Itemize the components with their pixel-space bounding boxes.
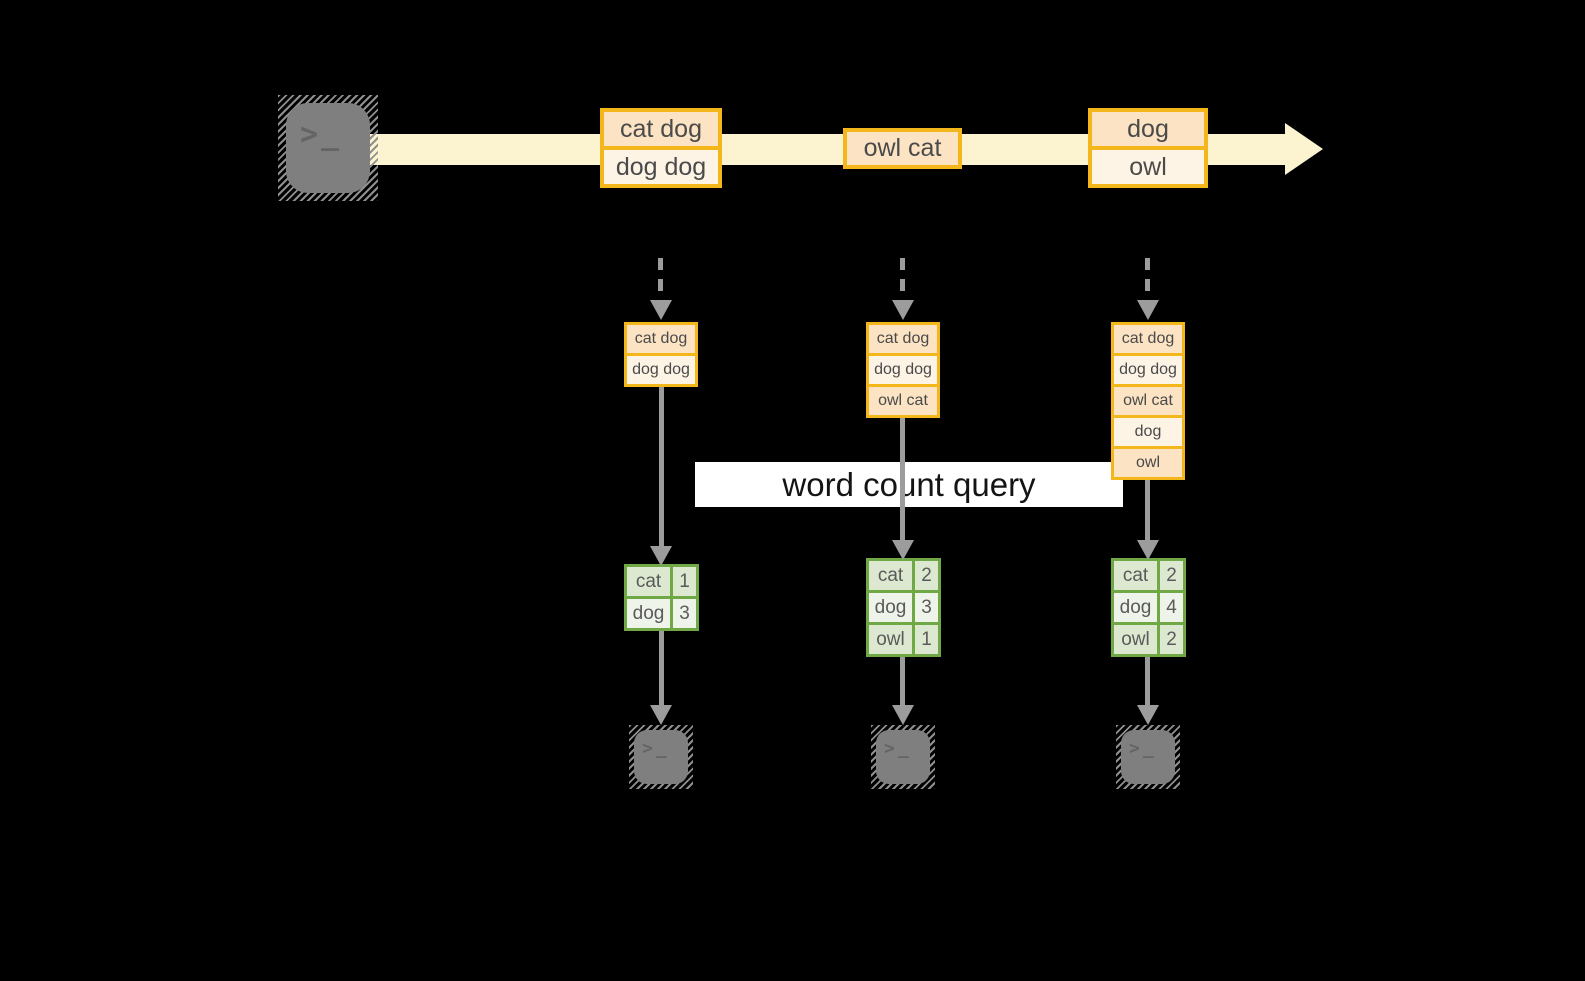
stream-event: dog dog — [604, 146, 718, 184]
arrowhead-icon — [650, 705, 672, 725]
stream-event-group-2: owl cat — [843, 128, 962, 169]
count-word: dog — [1119, 596, 1152, 618]
terminal-sink-icon: >_ — [1116, 725, 1180, 789]
terminal-prompt-icon: >_ — [1129, 738, 1157, 759]
buffered-event: owl cat — [869, 384, 937, 415]
arrow-line — [659, 631, 664, 705]
count-word: owl — [876, 628, 905, 650]
buffer-stack-2: cat dog dog dog owl cat — [866, 322, 940, 418]
arrow-line — [659, 387, 664, 546]
count-word: owl — [1121, 628, 1150, 650]
terminal-sink-icon: >_ — [871, 725, 935, 789]
dashed-arrow-line — [900, 258, 905, 302]
stream-event: owl — [1092, 146, 1204, 184]
dashed-arrowhead-icon — [1137, 300, 1159, 320]
stream-event: cat dog — [604, 112, 718, 146]
count-row: dog 4 — [1114, 590, 1183, 622]
terminal-sink-icon: >_ — [629, 725, 693, 789]
arrow-line — [900, 657, 905, 705]
buffer-stack-1: cat dog dog dog — [624, 322, 698, 387]
count-table-3: cat 2 dog 4 owl 2 — [1111, 558, 1186, 657]
count-row: cat 2 — [869, 561, 938, 590]
count-word: dog — [632, 602, 665, 624]
count-value: 1 — [912, 625, 938, 654]
buffer-stack-3: cat dog dog dog owl cat dog owl — [1111, 322, 1185, 480]
count-table-2: cat 2 dog 3 owl 1 — [866, 558, 941, 657]
count-row: dog 3 — [627, 596, 696, 628]
count-value: 2 — [912, 561, 938, 590]
count-word: cat — [1122, 564, 1149, 586]
buffered-event: cat dog — [627, 325, 695, 353]
arrow-line — [1145, 480, 1150, 540]
query-banner: word count query — [695, 462, 1123, 507]
terminal-window — [286, 103, 370, 193]
count-row: cat 1 — [627, 567, 696, 596]
terminal-window — [876, 730, 930, 784]
terminal-prompt-icon: >_ — [642, 738, 670, 759]
terminal-prompt-icon: >_ — [300, 117, 343, 152]
count-table-1: cat 1 dog 3 — [624, 564, 699, 631]
count-word: dog — [874, 596, 907, 618]
query-banner-label: word count query — [782, 465, 1036, 503]
arrowhead-icon — [892, 705, 914, 725]
arrow-line — [1145, 657, 1150, 705]
count-row: owl 1 — [869, 622, 938, 654]
buffered-event: cat dog — [869, 325, 937, 353]
arrowhead-icon — [650, 546, 672, 566]
terminal-source-icon: >_ — [278, 95, 378, 201]
buffered-event: dog — [1114, 415, 1182, 446]
terminal-prompt-icon: >_ — [884, 738, 912, 759]
stream-event: owl cat — [847, 132, 958, 165]
arrowhead-icon — [1137, 540, 1159, 560]
stream-arrowhead-icon — [1285, 123, 1323, 175]
count-value: 1 — [670, 567, 696, 596]
dashed-arrowhead-icon — [892, 300, 914, 320]
buffered-event: owl — [1114, 446, 1182, 477]
count-value: 2 — [1157, 561, 1183, 590]
stream-event: dog — [1092, 112, 1204, 146]
buffered-event: cat dog — [1114, 325, 1182, 353]
dashed-arrow-line — [658, 258, 663, 302]
dashed-arrow-line — [1145, 258, 1150, 302]
count-row: dog 3 — [869, 590, 938, 622]
buffered-event: dog dog — [1114, 353, 1182, 384]
buffered-event: owl cat — [1114, 384, 1182, 415]
dashed-arrowhead-icon — [650, 300, 672, 320]
count-word: cat — [635, 570, 662, 592]
terminal-window — [1121, 730, 1175, 784]
count-word: cat — [877, 564, 904, 586]
count-row: cat 2 — [1114, 561, 1183, 590]
count-value: 3 — [670, 599, 696, 628]
buffered-event: dog dog — [869, 353, 937, 384]
terminal-window — [634, 730, 688, 784]
arrow-line — [900, 418, 905, 540]
arrowhead-icon — [892, 540, 914, 560]
count-row: owl 2 — [1114, 622, 1183, 654]
count-value: 3 — [912, 593, 938, 622]
buffered-event: dog dog — [627, 353, 695, 384]
count-value: 4 — [1157, 593, 1183, 622]
arrowhead-icon — [1137, 705, 1159, 725]
stream-event-group-3: dog owl — [1088, 108, 1208, 188]
stream-event-group-1: cat dog dog dog — [600, 108, 722, 188]
count-value: 2 — [1157, 625, 1183, 654]
